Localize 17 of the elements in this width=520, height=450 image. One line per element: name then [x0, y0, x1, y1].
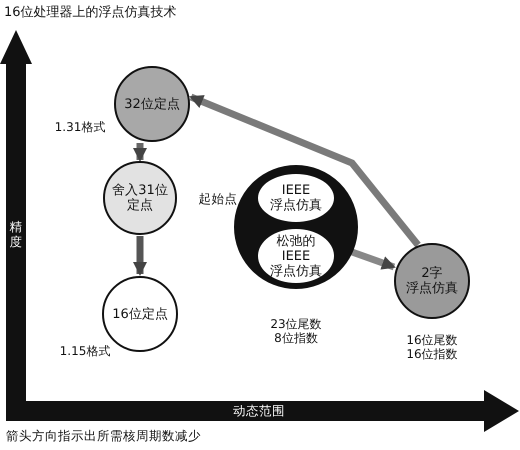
- note-text: 1.31格式: [54, 120, 106, 134]
- arrow: [133, 143, 147, 162]
- note-text: 1.15格式: [58, 344, 112, 358]
- caption: 箭头方向指示出所需核周期数减少: [6, 428, 201, 445]
- title: 16位处理器上的浮点仿真技术: [4, 4, 177, 21]
- node-label: 舍入31位定点: [111, 183, 169, 213]
- note-text: 16位尾数 16位指数: [405, 333, 459, 361]
- note-text: 起始点: [198, 190, 238, 208]
- node-label: 2字浮点仿真: [405, 266, 459, 296]
- axis-label: 动态范围: [232, 402, 286, 420]
- node-label: IEEE 浮点仿真: [269, 183, 323, 213]
- note-text: 23位尾数 8位指数: [269, 317, 323, 345]
- axis-label: 精度: [9, 218, 23, 250]
- node-label: 松弛的 IEEE 浮点仿真: [269, 234, 323, 278]
- node-label: 16位定点: [111, 306, 169, 322]
- node-label: 32位定点: [123, 96, 181, 112]
- arrow: [189, 94, 421, 248]
